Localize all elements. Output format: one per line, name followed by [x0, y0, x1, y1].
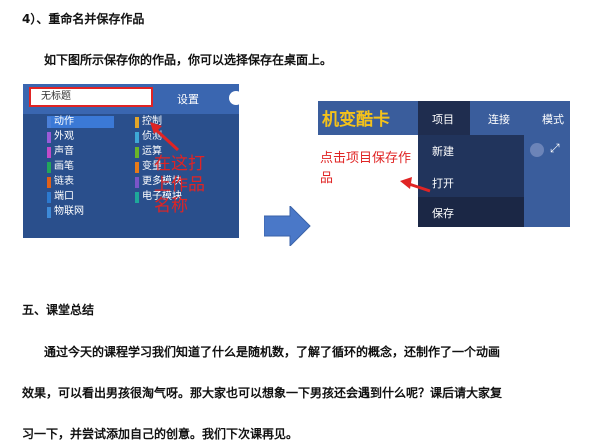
category-electronics[interactable]: 电子模块: [135, 191, 182, 203]
category-swatch: [135, 177, 139, 188]
app-logo: 机变酷卡: [322, 110, 390, 130]
menu-mode[interactable]: 模式: [542, 113, 564, 126]
toolbar-right: ⤢: [524, 135, 570, 227]
globe-icon[interactable]: [229, 91, 239, 105]
dropdown-new[interactable]: 新建: [432, 145, 454, 158]
red-pointer-arrow: [400, 177, 431, 193]
category-control[interactable]: 控制: [135, 116, 162, 128]
section4-instruction: 如下图所示保存你的作品，你可以选择保存在桌面上。: [44, 53, 333, 67]
menu-project[interactable]: 项目: [432, 113, 454, 126]
menu-connect[interactable]: 连接: [488, 113, 510, 126]
category-sound[interactable]: 声音: [47, 146, 74, 158]
category-list[interactable]: 链表: [47, 176, 74, 188]
save-highlight: [418, 197, 524, 227]
category-motion[interactable]: 动作: [47, 116, 114, 128]
settings-menu[interactable]: 设置: [177, 93, 199, 106]
category-swatch: [47, 132, 51, 143]
save-annotation: 点击项目保存作品: [320, 151, 412, 186]
summary-line-2: 效果，可以看出男孩很淘气呀。那大家也可以想象一下男孩还会遇到什么呢？课后请大家复: [22, 386, 503, 400]
left-screenshot: 无标题 设置 动作 外观 声音 画笔 链表 端口 物联网 控制 侦测 运算 变量…: [23, 84, 239, 238]
category-swatch: [47, 192, 51, 203]
category-swatch: [135, 117, 139, 128]
menu-project-highlight: [418, 101, 470, 135]
rename-annotation: 在这打上作品名称: [154, 154, 205, 216]
summary-line-3: 习一下，并尝试添加自己的创意。我们下次课再见。: [22, 427, 299, 441]
category-iot[interactable]: 物联网: [47, 206, 84, 218]
category-pen[interactable]: 画笔: [47, 161, 74, 173]
dropdown-open[interactable]: 打开: [432, 177, 454, 190]
section5-heading: 五、课堂总结: [22, 303, 95, 317]
category-sensing[interactable]: 侦测: [135, 131, 162, 143]
summary-line-1: 通过今天的课程学习我们知道了什么是随机数，了解了循环的概念，还制作了一个动画: [44, 345, 501, 359]
right-screenshot: 机变酷卡 项目 连接 模式 ⤢ 新建 打开 保存 点击项目保存作品: [318, 101, 570, 227]
category-swatch: [135, 162, 139, 173]
category-variables[interactable]: 变量: [135, 161, 162, 173]
fullscreen-icon[interactable]: ⤢: [550, 141, 560, 155]
category-swatch: [135, 192, 139, 203]
category-swatch: [47, 177, 51, 188]
category-swatch: [135, 132, 139, 143]
category-swatch: [47, 147, 51, 158]
dropdown-save[interactable]: 保存: [432, 207, 454, 220]
category-port[interactable]: 端口: [47, 191, 74, 203]
section4-heading: 4）、重命名并保存作品: [22, 12, 145, 26]
category-swatch: [135, 147, 139, 158]
category-swatch: [47, 162, 51, 173]
category-more-blocks[interactable]: 更多模块: [135, 176, 182, 188]
project-title-input[interactable]: 无标题: [29, 87, 153, 107]
category-operators[interactable]: 运算: [135, 146, 162, 158]
category-swatch: [47, 207, 51, 218]
category-looks[interactable]: 外观: [47, 131, 74, 143]
red-pointer-arrow: [150, 122, 180, 152]
category-swatch: [47, 117, 51, 128]
stage-toggle-icon[interactable]: [530, 143, 544, 157]
next-step-arrow-icon: [264, 206, 311, 246]
